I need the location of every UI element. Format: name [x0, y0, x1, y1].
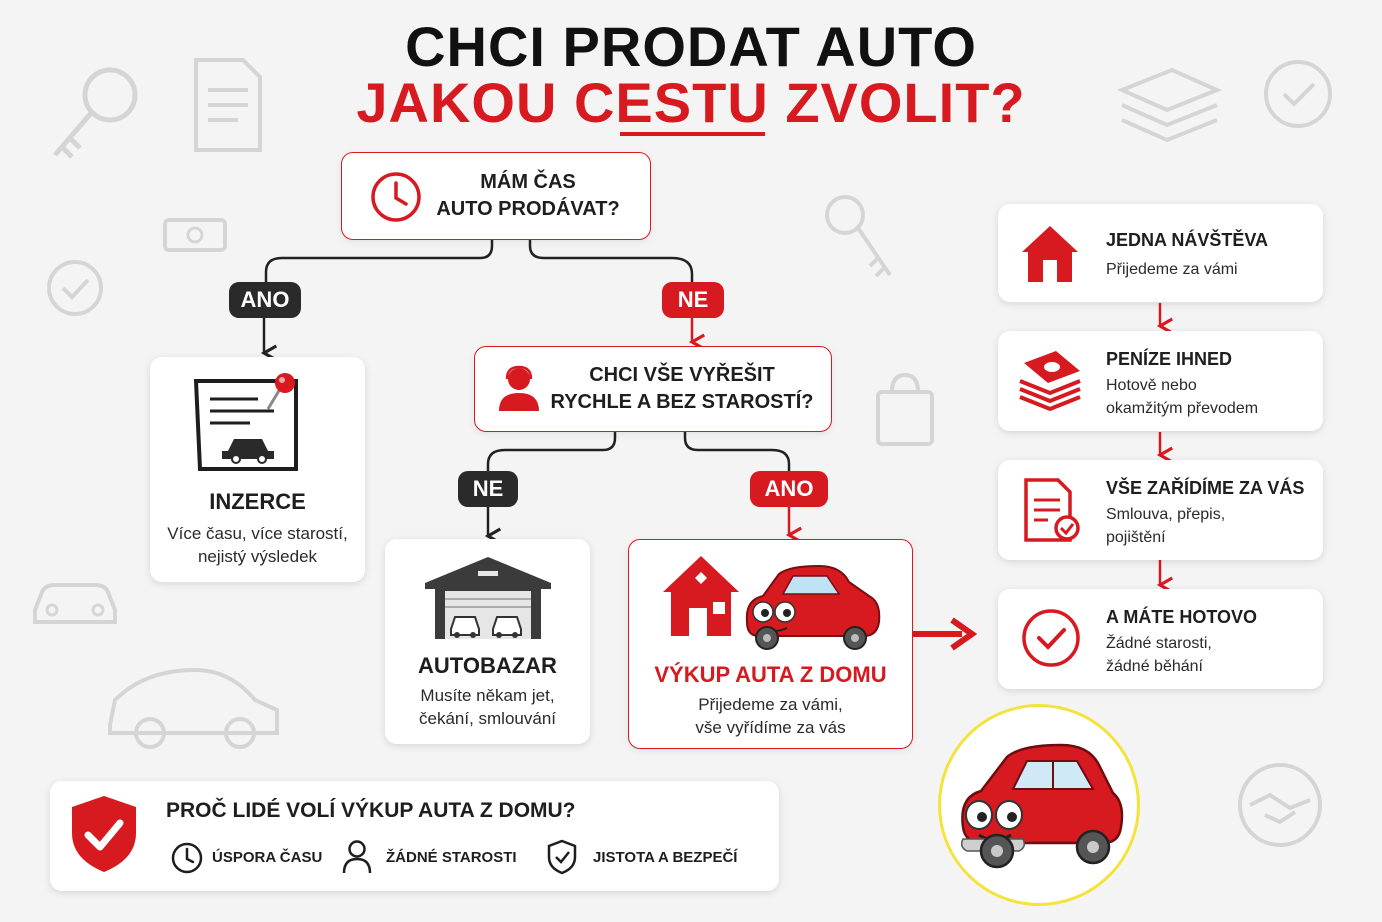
bag-bg-icon — [876, 372, 934, 446]
document-bg-icon — [194, 58, 262, 152]
why-panel: PROČ LIDÉ VOLÍ VÝKUP AUTA Z DOMU? ÚSPORA… — [50, 781, 779, 891]
autobazar-desc-line1: Musíte někam jet, — [420, 686, 555, 705]
step-title-1: JEDNA NÁVŠTĚVA — [1106, 230, 1269, 250]
inzerce-desc-line1: Více času, více starostí, — [167, 524, 348, 543]
branch2-yes-pill: ANO — [750, 471, 828, 507]
title-underline — [620, 132, 765, 136]
step-title-2: PENÍZE IHNED — [1106, 349, 1233, 369]
inzerce-desc: Více času, více starostí, nejistý výsled… — [150, 522, 365, 568]
step-desc-4-line1: Žádné starosti, — [1106, 635, 1212, 652]
vykup-desc: Přijedeme za vámi, vše vyřídíme za vás — [629, 693, 912, 739]
inzerce-title: INZERCE — [209, 489, 306, 514]
car-bg-icon — [33, 583, 117, 624]
house-and-car-icon — [663, 556, 881, 650]
question1-card: MÁM ČAS AUTO PRODÁVAT? — [341, 152, 651, 240]
vykup-card: VÝKUP AUTA Z DOMU Přijedeme za vámi, vše… — [628, 539, 913, 749]
question1-line2: AUTO PRODÁVAT? — [436, 198, 620, 220]
inzerce-desc-line2: nejistý výsledek — [197, 547, 318, 566]
step-title-3: VŠE ZAŘÍDÍME ZA VÁS — [1106, 478, 1305, 498]
vykup-desc-line2: vše vyřídíme za vás — [695, 718, 846, 737]
key2-bg-icon — [825, 195, 892, 278]
benefit-label-1: ÚSPORA ČASU — [212, 849, 323, 866]
step-desc-2: Hotově nebo okamžitým převodem — [1106, 374, 1258, 420]
shield-check-icon — [72, 796, 136, 872]
person-icon — [499, 365, 539, 411]
garage-icon — [425, 557, 551, 639]
question2-line2: RYCHLE A BEZ STAROSTÍ? — [550, 391, 814, 413]
handshake-bg-icon — [1238, 763, 1322, 847]
vykup-desc-line1: Přijedeme za vámi, — [698, 695, 843, 714]
money-bg-icon — [163, 218, 227, 252]
house-icon — [1022, 226, 1078, 282]
branch1-yes-pill: ANO — [229, 282, 301, 318]
step-desc-3-line1: Smlouva, přepis, — [1106, 506, 1226, 523]
car-side-bg-icon — [108, 667, 279, 749]
step-card-1: JEDNA NÁVŠTĚVA Přijedeme za vámi — [998, 204, 1323, 302]
vykup-title: VÝKUP AUTA Z DOMU — [654, 662, 887, 687]
document-check-icon — [1024, 478, 1080, 542]
money-stack-icon — [1019, 351, 1081, 412]
autobazar-card: AUTOBAZAR Musíte někam jet, čekání, smlo… — [385, 539, 590, 744]
step-desc-4: Žádné starosti, žádné běhání — [1106, 632, 1212, 678]
step-card-3: VŠE ZAŘÍDÍME ZA VÁS Smlouva, přepis, poj… — [998, 460, 1323, 560]
step-card-4: A MÁTE HOTOVO Žádné starosti, žádné běhá… — [998, 589, 1323, 689]
autobazar-desc: Musíte někam jet, čekání, smlouvání — [385, 684, 590, 730]
step-card-2: PENÍZE IHNED Hotově nebo okamžitým převo… — [998, 331, 1323, 431]
mascot-circle — [938, 704, 1140, 906]
benefit-label-3: JISTOTA A BEZPEČÍ — [593, 849, 738, 866]
branch2-no-pill: NE — [458, 471, 518, 507]
question2-text: CHCI VŠE VYŘEŠIT RYCHLE A BEZ STAROSTÍ? — [541, 362, 823, 416]
benefit-clock-icon — [171, 842, 203, 874]
step-desc-3-line2: pojištění — [1106, 529, 1166, 546]
check2-bg-icon — [1264, 60, 1332, 128]
step-desc-2-line1: Hotově nebo — [1106, 377, 1197, 394]
key-bg-icon — [53, 67, 138, 159]
cartoon-red-car-icon — [960, 743, 1124, 869]
branch1-no-pill: NE — [662, 282, 724, 318]
check-bg-icon — [47, 260, 103, 316]
step-desc-1: Přijedeme za vámi — [1106, 261, 1238, 278]
question2-card: CHCI VŠE VYŘEŠIT RYCHLE A BEZ STAROSTÍ? — [474, 346, 832, 432]
step-desc-4-line2: žádné běhání — [1106, 658, 1203, 675]
page-title: CHCI PRODAT AUTO — [405, 15, 977, 78]
question2-line1: CHCI VŠE VYŘEŠIT — [589, 364, 775, 386]
question1-line1: MÁM ČAS — [480, 171, 576, 193]
clock-icon — [371, 172, 421, 222]
step-desc-3: Smlouva, přepis, pojištění — [1106, 503, 1225, 549]
benefit-person-icon — [342, 840, 372, 874]
autobazar-title: AUTOBAZAR — [418, 653, 557, 678]
ad-board-icon — [193, 373, 298, 471]
benefit-shield-icon — [547, 839, 577, 875]
inzerce-card: INZERCE Více času, více starostí, nejist… — [150, 357, 365, 582]
benefit-label-2: ŽÁDNÉ STAROSTI — [386, 849, 517, 866]
why-title: PROČ LIDÉ VOLÍ VÝKUP AUTA Z DOMU? — [166, 799, 576, 822]
page-subtitle: JAKOU CESTU ZVOLIT? — [356, 71, 1026, 134]
autobazar-desc-line2: čekání, smlouvání — [418, 709, 556, 728]
check-circle-icon — [1022, 609, 1080, 667]
cash-stack-bg-icon — [1116, 67, 1223, 143]
step-desc-2-line2: okamžitým převodem — [1106, 400, 1259, 417]
question1-text: MÁM ČAS AUTO PRODÁVAT? — [430, 169, 626, 223]
step-title-4: A MÁTE HOTOVO — [1106, 607, 1258, 627]
